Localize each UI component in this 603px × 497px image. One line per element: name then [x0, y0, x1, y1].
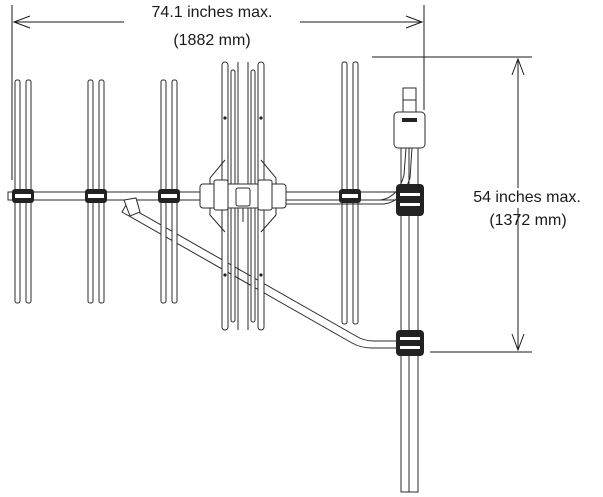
width-label-text: 74.1 inches max. [151, 4, 273, 21]
height-sublabel-text: (1372 mm) [489, 212, 567, 229]
mast-clamp-lower [396, 330, 424, 356]
width-arrow-left [12, 15, 31, 29]
width-sublabel: (1882 mm) [150, 31, 274, 51]
width-arrow-right [405, 15, 424, 29]
height-arrow-top [511, 57, 525, 76]
height-label: 54 inches max. [462, 188, 592, 208]
height-label-text: 54 inches max. [473, 189, 581, 206]
height-arrow-bottom [511, 333, 525, 352]
width-label: 74.1 inches max. [124, 3, 300, 23]
mast-clamp-upper [396, 184, 424, 216]
boom-clamps [12, 189, 361, 203]
connector-box [393, 87, 426, 149]
strut-boom-bracket [123, 197, 141, 217]
width-sublabel-text: (1882 mm) [173, 32, 251, 49]
height-sublabel: (1372 mm) [470, 211, 586, 231]
driven-element [199, 61, 287, 331]
